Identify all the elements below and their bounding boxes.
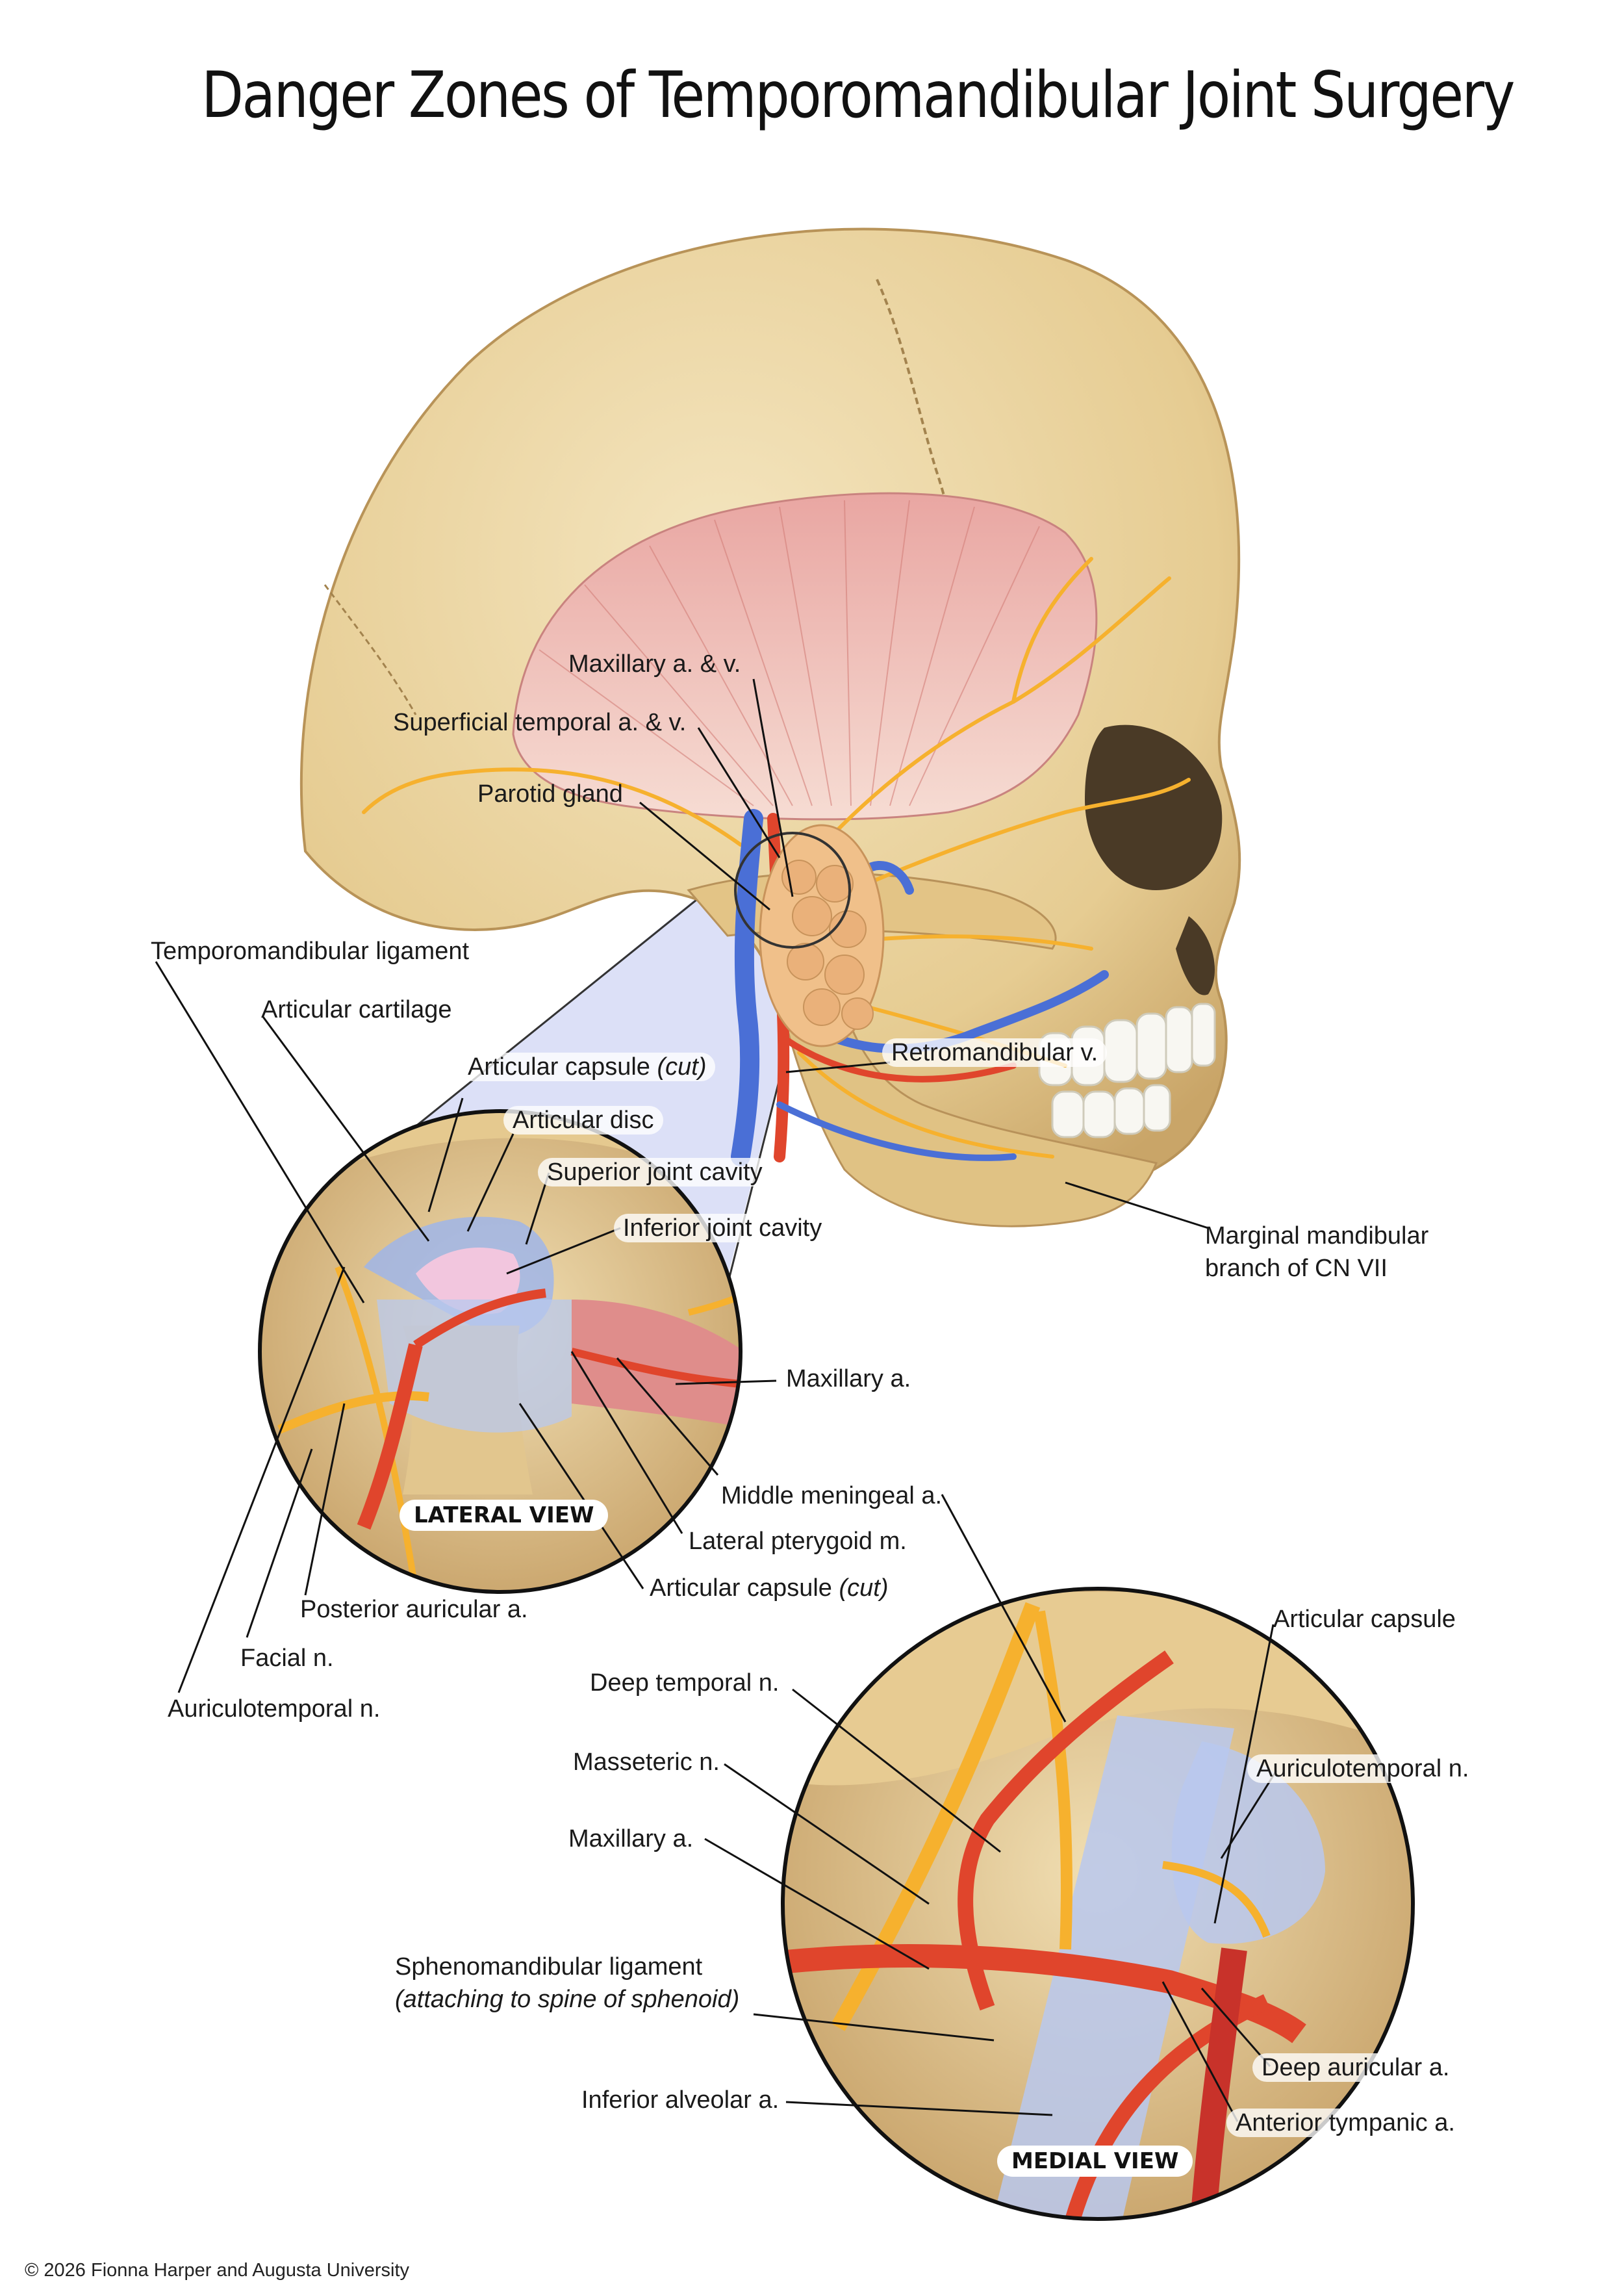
label-facial-n: Facial n.: [240, 1645, 334, 1672]
label-articular-capsule-medial: Articular capsule: [1273, 1606, 1456, 1633]
magnifier-ring: [734, 832, 851, 949]
label-articular-cartilage: Articular cartilage: [261, 996, 452, 1023]
label-sphenomandibular-1: Sphenomandibular ligament: [395, 1953, 703, 1981]
label-lateral-pterygoid: Lateral pterygoid m.: [689, 1528, 907, 1555]
skull: [299, 227, 1241, 1227]
label-parotid-gland: Parotid gland: [477, 780, 623, 808]
copyright-notice: © 2026 Fionna Harper and Augusta Univers…: [25, 2260, 410, 2281]
label-marginal-mandibular-1: Marginal mandibular: [1205, 1222, 1429, 1250]
label-anterior-tympanic: Anterior tympanic a.: [1226, 2109, 1464, 2137]
label-deep-auricular: Deep auricular a.: [1252, 2053, 1459, 2082]
label-retromandibular-v: Retromandibular v.: [882, 1038, 1108, 1067]
label-sphenomandibular-2: (attaching to spine of sphenoid): [395, 1986, 740, 2013]
label-maxillary-a-lateral: Maxillary a.: [786, 1365, 911, 1392]
label-superficial-temporal: Superficial temporal a. & v.: [393, 709, 687, 736]
label-superior-joint-cavity: Superior joint cavity: [538, 1158, 772, 1186]
page-title: Danger Zones of Temporomandibular Joint …: [201, 58, 1515, 133]
label-maxillary-a-v: Maxillary a. & v.: [568, 650, 741, 678]
label-auriculotemporal-right: Auriculotemporal n.: [1247, 1754, 1478, 1783]
label-inferior-alveolar: Inferior alveolar a.: [581, 2086, 780, 2114]
label-inferior-joint-cavity: Inferior joint cavity: [614, 1214, 831, 1242]
label-articular-disc: Articular disc: [503, 1106, 663, 1135]
label-articular-capsule-cut-bottom: Articular capsule (cut): [650, 1574, 889, 1602]
leader-lines: [155, 678, 1278, 2122]
label-temporomandibular-ligament: Temporomandibular ligament: [151, 938, 470, 965]
lateral-view-tag: LATERAL VIEW: [400, 1500, 609, 1531]
label-articular-capsule-cut-top: Articular capsule (cut): [459, 1053, 716, 1081]
label-deep-temporal: Deep temporal n.: [590, 1669, 780, 1697]
label-middle-meningeal: Middle meningeal a.: [721, 1482, 943, 1509]
label-auriculotemporal-left: Auriculotemporal n.: [168, 1695, 381, 1723]
medial-view-tag: MEDIAL VIEW: [997, 2146, 1193, 2177]
label-marginal-mandibular-2: branch of CN VII: [1205, 1255, 1388, 1282]
medial-view-inset: [781, 1587, 1415, 2221]
parotid-gland: [759, 824, 885, 1047]
label-masseteric: Masseteric n.: [573, 1749, 720, 1776]
label-posterior-auricular: Posterior auricular a.: [300, 1596, 528, 1623]
label-maxillary-a-medial: Maxillary a.: [568, 1825, 694, 1853]
